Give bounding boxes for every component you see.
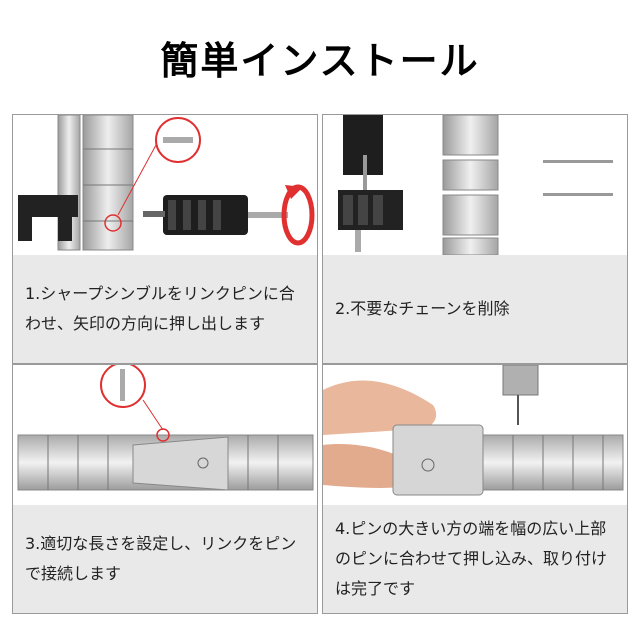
- step-4-caption-text: 4.ピンの大きい方の端を幅の広い上部のピンに合わせて押し込み、取り付けは完了です: [335, 519, 608, 598]
- step-2-illustration: [338, 115, 613, 255]
- step-4-caption: 4.ピンの大きい方の端を幅の広い上部のピンに合わせて押し込み、取り付けは完了です: [323, 505, 627, 613]
- step-2-panel: 2.不要なチェーンを削除: [322, 114, 628, 364]
- step-3-panel: 3.適切な長さを設定し、リンクをピンで接続します: [12, 364, 318, 614]
- step-3-illustration: [17, 365, 314, 491]
- step-4-illustration: [323, 365, 624, 496]
- step-1-panel: 1.シャープシンブルをリンクピンに合わせ、矢印の方向に押し出します: [12, 114, 318, 364]
- step-4-panel: 4.ピンの大きい方の端を幅の広い上部のピンに合わせて押し込み、取り付けは完了です: [322, 364, 628, 614]
- step-3-caption-text: 3.適切な長さを設定し、リンクをピンで接続します: [25, 534, 297, 583]
- step-1-illustration: [18, 115, 315, 251]
- step-2-caption: 2.不要なチェーンを削除: [323, 255, 627, 363]
- step-1-caption: 1.シャープシンブルをリンクピンに合わせ、矢印の方向に押し出します: [13, 255, 317, 363]
- step-3-caption: 3.適切な長さを設定し、リンクをピンで接続します: [13, 505, 317, 613]
- step-2-caption-text: 2.不要なチェーンを削除: [335, 299, 510, 318]
- step-1-caption-text: 1.シャープシンブルをリンクピンに合わせ、矢印の方向に押し出します: [25, 284, 295, 333]
- page-title: 簡単インストール: [160, 39, 480, 83]
